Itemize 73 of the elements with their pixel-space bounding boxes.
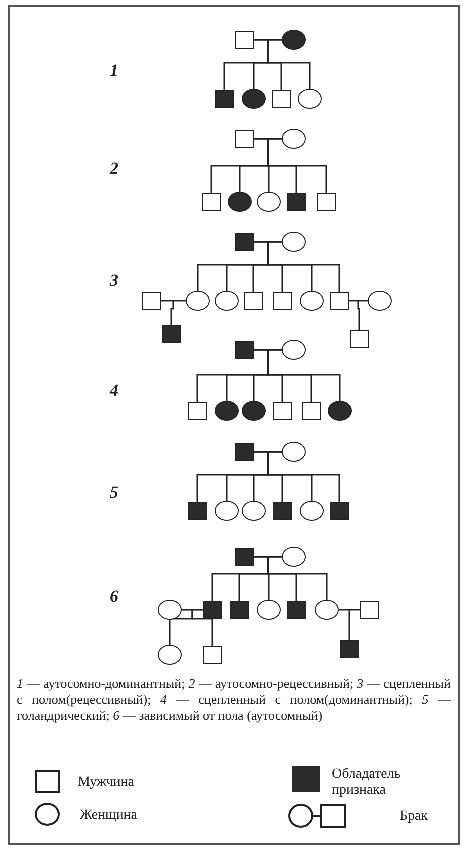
female-symbol xyxy=(300,501,324,521)
male-symbol xyxy=(142,292,161,310)
descent-line xyxy=(267,39,311,89)
male-symbol xyxy=(244,292,263,310)
female-symbol xyxy=(315,600,339,620)
female-symbol xyxy=(300,291,324,311)
affected-male-symbol xyxy=(235,233,254,251)
female-symbol xyxy=(257,600,281,620)
legend-label: Женщина xyxy=(80,808,138,824)
female-symbol xyxy=(215,291,239,311)
descent-line xyxy=(267,241,340,292)
affected-male-symbol xyxy=(235,548,254,566)
male-symbol xyxy=(235,31,254,49)
male-symbol xyxy=(273,292,292,310)
descent-line xyxy=(192,609,214,646)
descent-line xyxy=(267,451,340,502)
female-symbol xyxy=(282,232,306,252)
female-symbol xyxy=(186,291,210,311)
descent-line xyxy=(348,609,360,640)
male-symbol xyxy=(273,402,292,420)
pedigree-number: 6 xyxy=(110,588,118,605)
pedigree-number: 3 xyxy=(110,272,118,289)
caption-text: 1 — аутосомно-доминантный; 2 — аутосомно-рецессивный; 3 — сцепленный с полом(рецессивный); 4 — сцепленный с полом(доминантный); 5 — голандрический; 6 — зависимый от пола (аутосомный) xyxy=(17,676,451,724)
male-symbol xyxy=(330,292,349,310)
descent-line xyxy=(170,300,186,325)
female-symbol xyxy=(282,442,306,462)
female-symbol xyxy=(282,547,306,567)
pedigree-number: 4 xyxy=(110,382,118,399)
affected-male-symbol xyxy=(215,90,234,108)
male-symbol xyxy=(188,402,207,420)
descent-line xyxy=(267,556,328,600)
affected-male-symbol xyxy=(287,601,306,619)
female-symbol xyxy=(257,192,281,212)
pedigree-number: 5 xyxy=(110,484,118,501)
pedigree-number: 2 xyxy=(110,160,118,177)
affected-male-symbol xyxy=(330,502,349,520)
descent-line xyxy=(358,300,368,330)
female-symbol xyxy=(298,89,322,109)
male-symbol xyxy=(302,402,321,420)
female-symbol xyxy=(158,600,182,620)
affected-male-symbol xyxy=(235,341,254,359)
female-symbol xyxy=(242,501,266,521)
affected-female-symbol xyxy=(282,30,306,50)
affected-female-symbol xyxy=(228,192,252,212)
male-symbol xyxy=(350,330,369,348)
pedigree-number: 1 xyxy=(110,62,118,79)
female-symbol xyxy=(282,129,306,149)
affected-female-symbol xyxy=(242,89,266,109)
female-symbol xyxy=(282,340,306,360)
affected-female-symbol xyxy=(215,401,239,421)
affected-male-symbol xyxy=(203,601,222,619)
affected-female-symbol xyxy=(328,401,352,421)
legend-label: Брак xyxy=(400,809,428,826)
affected-male-symbol xyxy=(230,601,249,619)
legend-label: Обладатель признака xyxy=(332,767,402,800)
legend-label: Мужчина xyxy=(78,775,134,792)
female-symbol xyxy=(158,645,182,665)
affected-male-symbol xyxy=(340,640,359,658)
affected-female-symbol xyxy=(242,401,266,421)
female-symbol xyxy=(215,501,239,521)
descent-line xyxy=(267,138,328,193)
affected-male-symbol xyxy=(273,502,292,520)
affected-male-symbol xyxy=(188,502,207,520)
affected-male-symbol xyxy=(235,443,254,461)
male-symbol xyxy=(360,601,379,619)
male-symbol xyxy=(317,193,336,211)
male-symbol xyxy=(272,90,291,108)
female-symbol xyxy=(368,291,392,311)
male-symbol xyxy=(203,646,222,664)
affected-male-symbol xyxy=(287,193,306,211)
affected-male-symbol xyxy=(162,325,181,343)
male-symbol xyxy=(202,193,221,211)
male-symbol xyxy=(235,130,254,148)
